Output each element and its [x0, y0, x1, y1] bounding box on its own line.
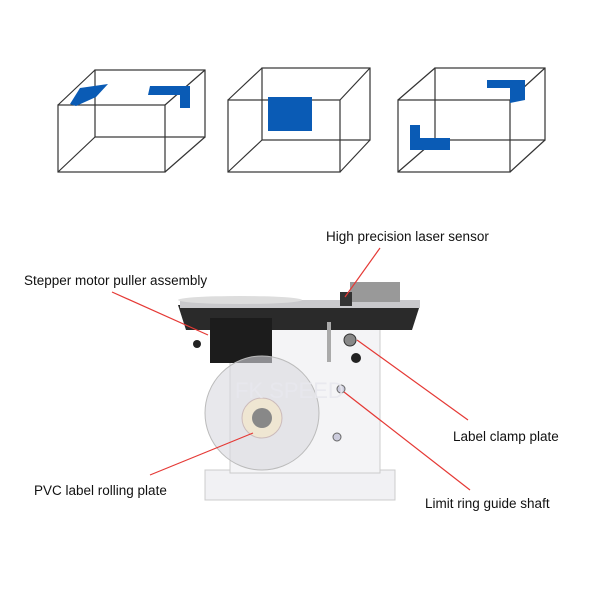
label-laser-sensor: High precision laser sensor	[326, 229, 489, 244]
label-mark	[268, 97, 312, 131]
labeling-machine: FK SPEED	[178, 282, 420, 501]
watermark: FK SPEED	[235, 378, 344, 403]
label-guide-shaft: Limit ring guide shaft	[425, 496, 550, 511]
pointer-rolling-plate	[149, 432, 254, 476]
box-diagonal-corners	[397, 67, 546, 173]
label-mark	[410, 125, 450, 150]
label-clamp-plate: Label clamp plate	[453, 429, 559, 444]
label-stepper-motor: Stepper motor puller assembly	[24, 273, 208, 288]
label-rolling-plate: PVC label rolling plate	[34, 483, 167, 498]
pointer-laser-sensor	[344, 247, 381, 298]
label-mark	[148, 86, 190, 108]
box-top-corners	[57, 69, 206, 173]
box-side-face	[227, 67, 371, 173]
label-mark	[70, 84, 108, 106]
pointer-clamp-plate	[356, 339, 469, 421]
label-mark	[487, 80, 525, 103]
pointer-guide-shaft	[343, 391, 471, 491]
pointer-stepper-motor	[111, 291, 209, 336]
